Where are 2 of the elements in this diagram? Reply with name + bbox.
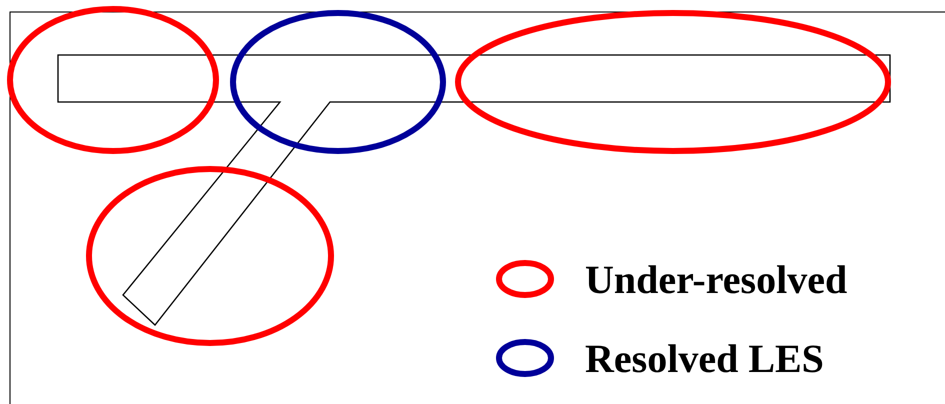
legend-label: Under-resolved	[585, 256, 848, 302]
legend-label: Resolved LES	[585, 334, 824, 382]
